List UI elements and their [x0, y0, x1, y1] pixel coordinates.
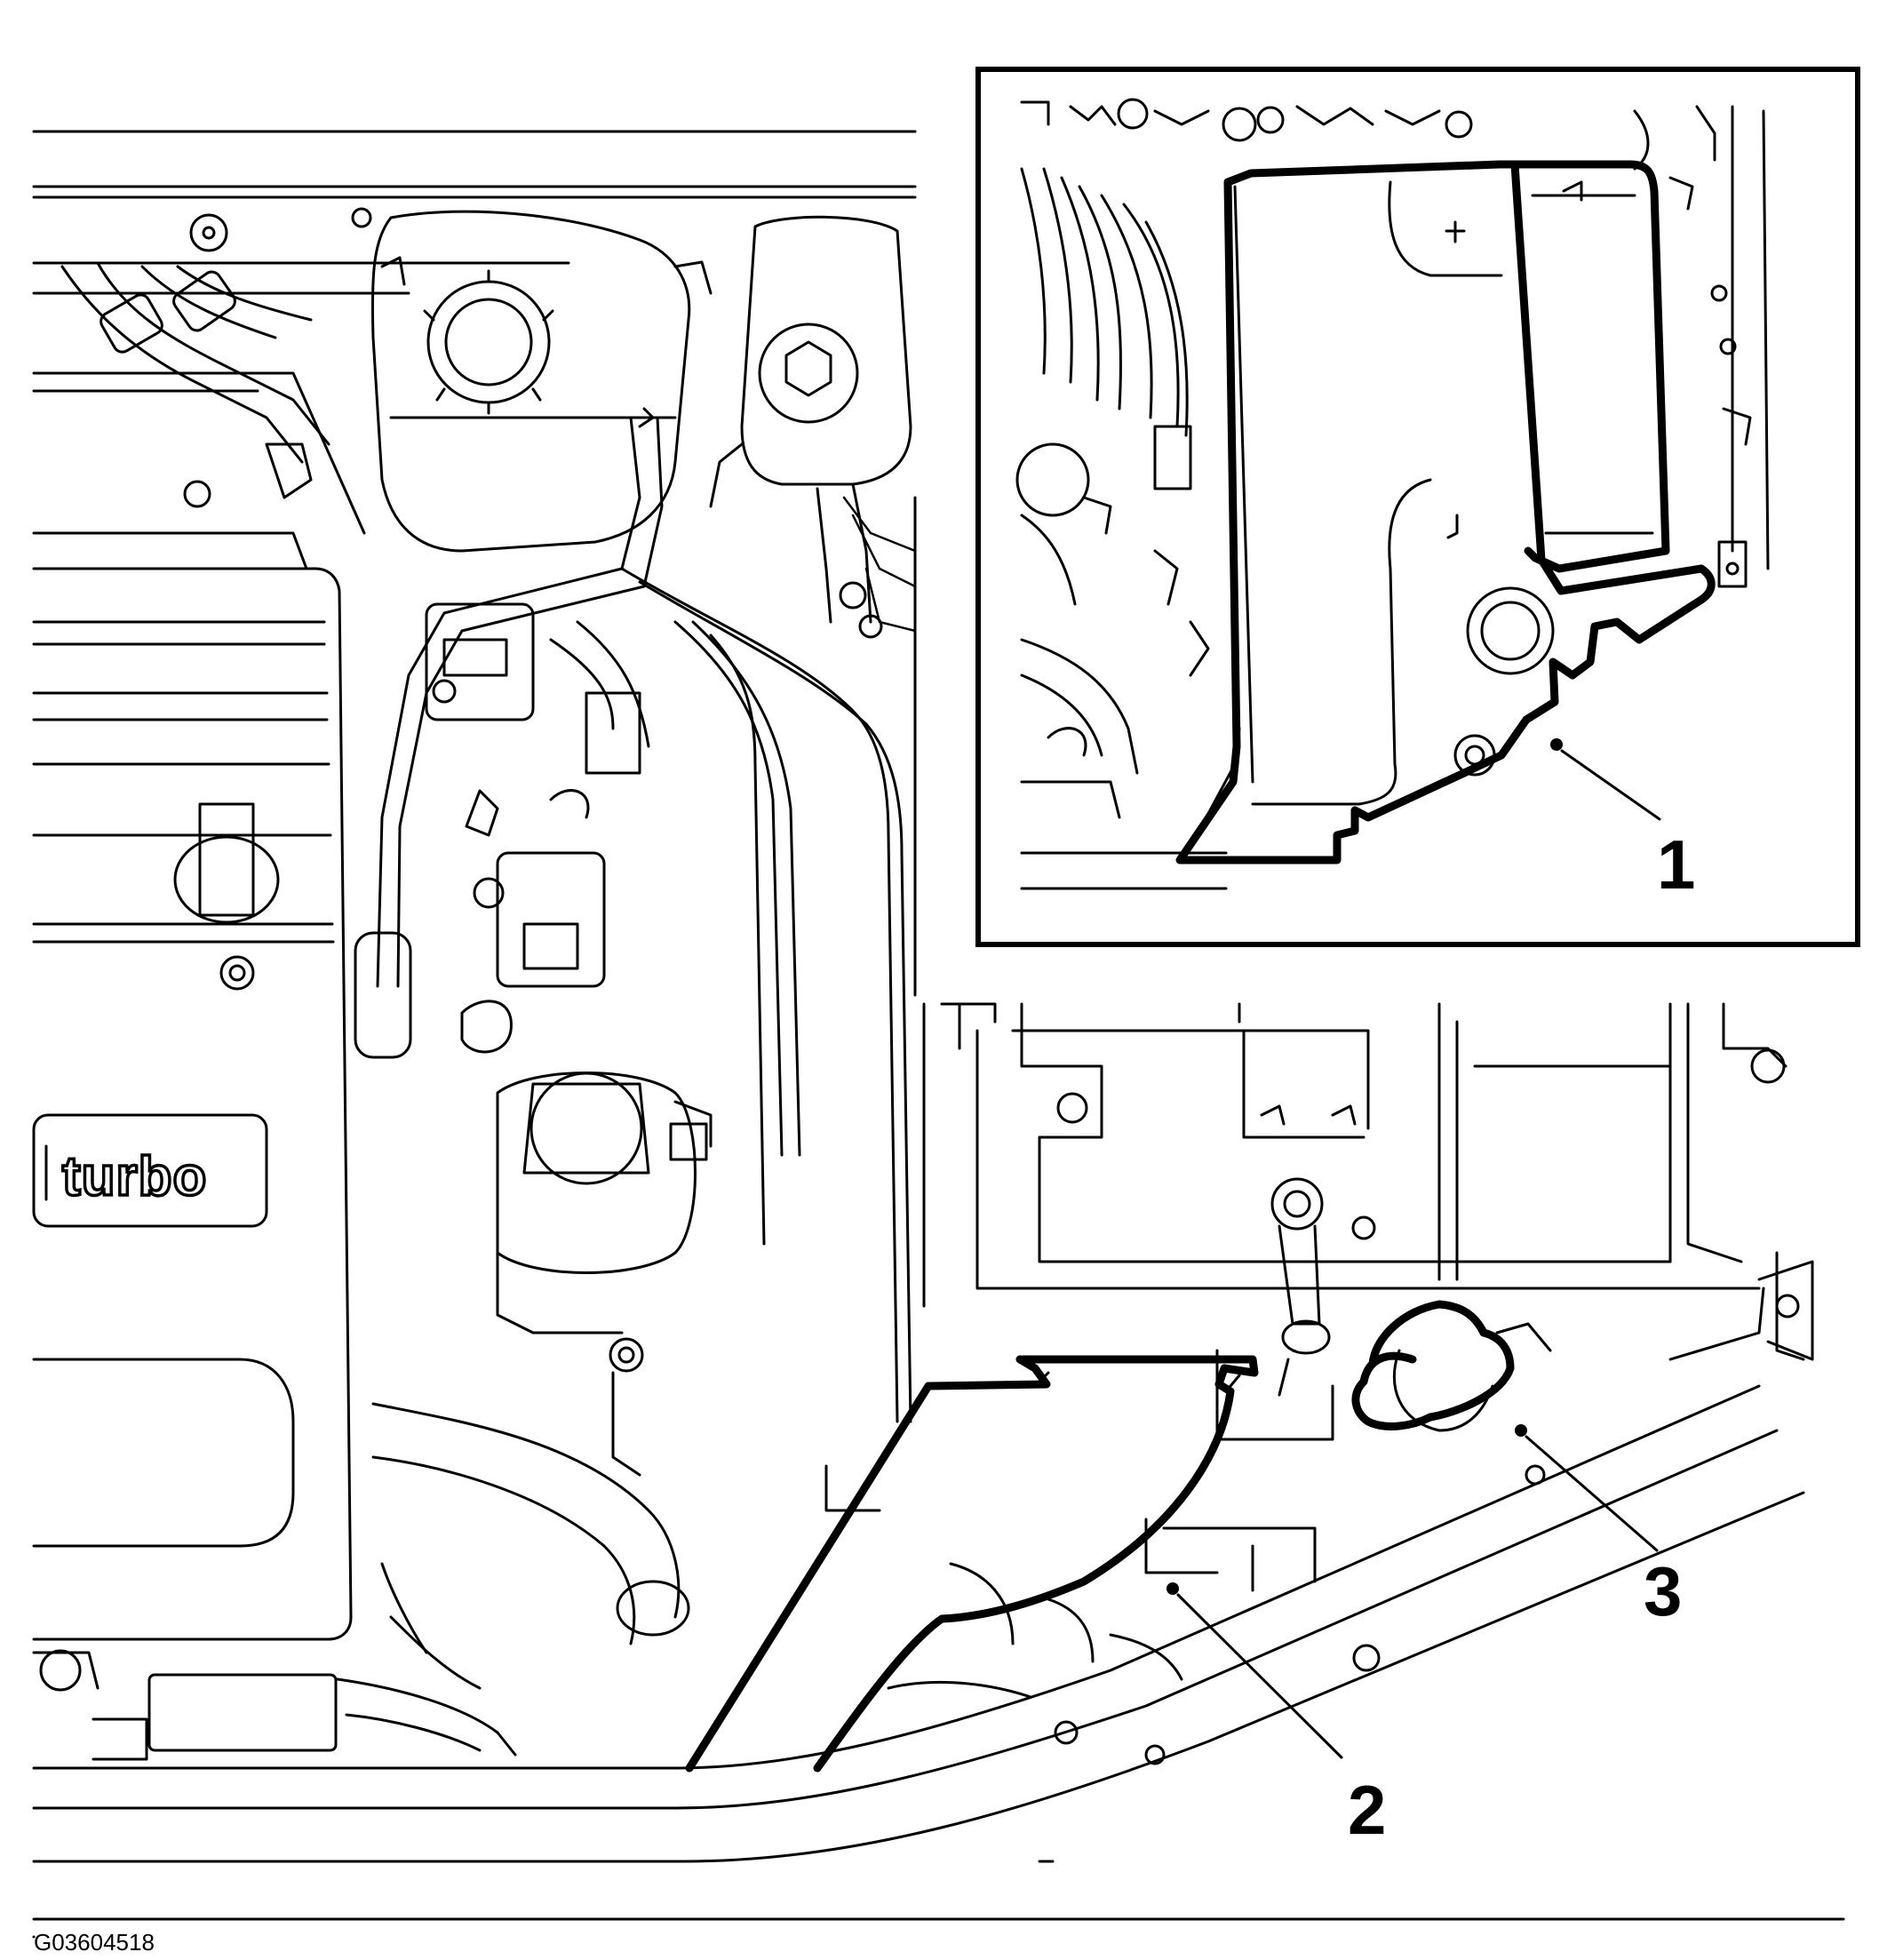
clamp-part-3: [1351, 1300, 1552, 1432]
callout-3: 3: [1515, 1424, 1682, 1630]
top-frame-lines: [32, 130, 917, 295]
central-hose-bundle: [549, 567, 912, 1423]
engine-bay-main-view: turbo: [32, 130, 1814, 1939]
bottom-left-parts: [32, 1649, 517, 1761]
inset-left-wires: [1015, 167, 1228, 890]
inset-battery: [1510, 160, 1670, 573]
detail-inset: [975, 67, 1860, 947]
callouts: 1 2 3: [1166, 738, 1695, 1849]
figure-id: G03604518: [34, 1929, 155, 1956]
power-steering-reservoir: [496, 1072, 713, 1477]
turbo-badge: turbo: [32, 1113, 268, 1228]
front-cross-member: [32, 1287, 1805, 1939]
battery-terminal: [1270, 1177, 1376, 1397]
brake-fluid-reservoir: [709, 215, 912, 624]
callout-1-label: 1: [1657, 825, 1695, 904]
air-duct-part-2: [685, 1355, 1259, 1773]
lower-centre-components: [824, 1464, 1219, 1745]
callout-2: 2: [1166, 1582, 1386, 1849]
upper-left-hoses: [32, 207, 372, 535]
callout-3-label: 3: [1644, 1552, 1682, 1630]
turbo-badge-label: turbo: [62, 1146, 207, 1207]
intake-hose: [371, 1402, 690, 1690]
inset-upper-parts: [1020, 98, 1770, 588]
callout-2-label: 2: [1348, 1771, 1386, 1849]
battery-area: [922, 1002, 1814, 1592]
inset-cover-part-1: [1175, 160, 1716, 864]
coolant-expansion-tank: [354, 210, 713, 1059]
engine-cover: turbo: [32, 531, 353, 1641]
brake-lines: [839, 496, 917, 997]
throttle-area-components: [425, 602, 641, 1054]
callout-1: 1: [1550, 738, 1695, 904]
